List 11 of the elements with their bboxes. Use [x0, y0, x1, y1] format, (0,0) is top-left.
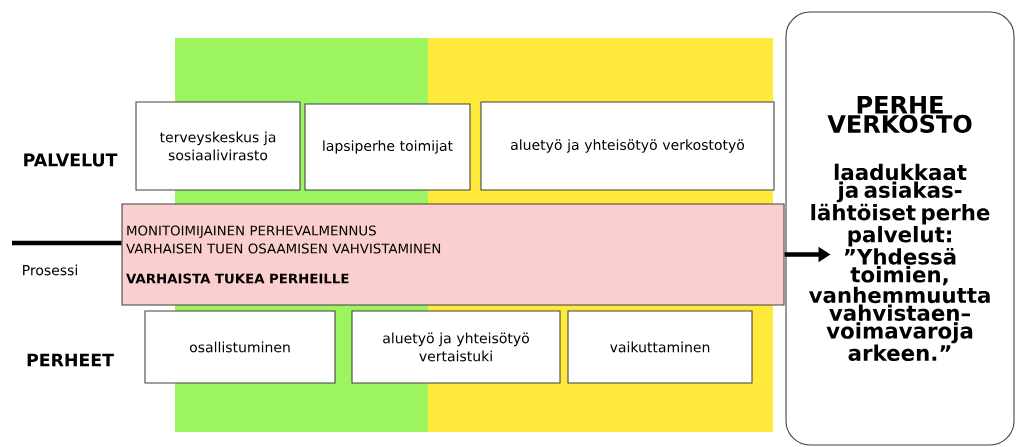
process-box: aluetyö ja yhteisötyö verkostotyö — [480, 101, 775, 191]
outcome-box: PERHE VERKOSTO laadukkaat ja asiakas- lähtöiset perhe palvelut: ”Yhdessä toimien, vanhemmuutta vahvistaen– voimavaroja arkeen.” — [785, 11, 1015, 446]
process-box: osallistuminen — [144, 310, 336, 384]
process-box: aluetyö ja yhteisötyö vertaistuki — [351, 310, 561, 384]
row-label: PERHEET — [27, 353, 114, 367]
process-box: vaikuttaminen — [567, 310, 753, 384]
edge-label: Prosessi — [20, 263, 80, 277]
process-band: MONITOIMIJAINEN PERHEVALMENNUS VARHAISEN TUEN OSAAMISEN VAHVISTAMINEN VARHAISTA TUKEA PERHEILLE — [121, 203, 785, 306]
row-label: PALVELUT — [24, 153, 118, 167]
process-box: terveyskeskus ja sosiaalivirasto — [135, 101, 301, 191]
process-box: lapsiperhe toimijat — [304, 103, 471, 191]
